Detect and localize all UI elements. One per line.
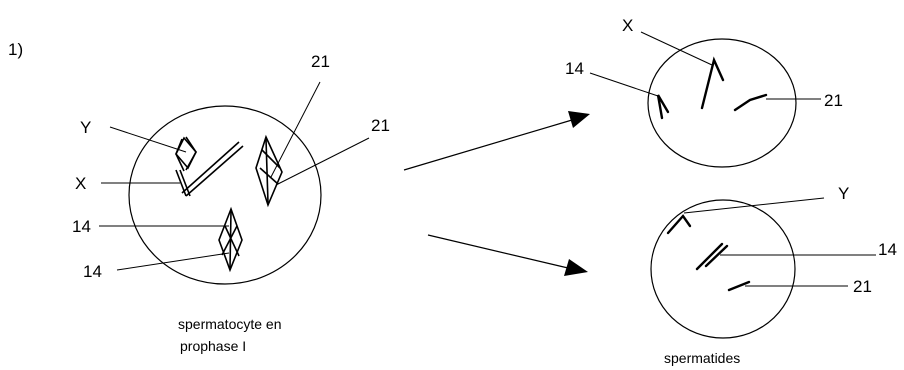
label-14-top: 14: [72, 217, 91, 236]
spermatid-top-leader-lines: [590, 32, 821, 99]
spermatid-caption: spermatides: [664, 350, 740, 366]
arrow-to-top-spermatid: [404, 120, 572, 170]
label-y: Y: [838, 184, 849, 203]
chromosome-14-a: [697, 244, 722, 269]
spermatid-top-outline: [648, 39, 796, 167]
spermatid-bottom-chromosomes: [668, 216, 749, 290]
label-14-bottom: 14: [83, 262, 102, 281]
label-14: 14: [878, 240, 897, 259]
arrow-to-bottom-spermatid: [428, 235, 568, 268]
label-x: X: [75, 174, 86, 193]
label-21: 21: [853, 277, 872, 296]
spermatid-bottom-outline: [651, 200, 795, 338]
spermatocyte-leader-lines: [99, 82, 369, 270]
xy-bivalent: [176, 137, 243, 196]
chromosome-14: [658, 95, 668, 118]
spermatid-top: 14 X 21: [565, 16, 843, 167]
arrow-head-top: [568, 111, 590, 128]
chromosome-21: [735, 95, 766, 110]
division-arrows: [404, 111, 590, 276]
chromosome-y: [668, 216, 690, 233]
label-y: Y: [80, 118, 91, 137]
chr21-bivalent: [256, 137, 282, 205]
spermatocyte-cell: Y X 14 14 21 21 spermatocyte en prophase…: [72, 52, 390, 354]
label-x: X: [622, 16, 633, 35]
spermatocyte-caption-line1: spermatocyte en: [178, 316, 282, 332]
label-21-top: 21: [311, 52, 330, 71]
spermatid-bottom-leader-lines: [684, 198, 876, 286]
spermatocyte-caption-line2: prophase I: [180, 338, 246, 354]
chromosome-x: [702, 60, 723, 108]
label-14: 14: [565, 59, 584, 78]
chr14-bivalent: [219, 209, 242, 270]
label-21: 21: [824, 91, 843, 110]
spermatid-bottom: Y 14 21 spermatides: [651, 184, 897, 366]
question-number: 1): [8, 40, 23, 59]
arrow-head-bottom: [564, 259, 588, 276]
spermatid-top-chromosomes: [658, 60, 766, 118]
label-21-bottom: 21: [371, 116, 390, 135]
